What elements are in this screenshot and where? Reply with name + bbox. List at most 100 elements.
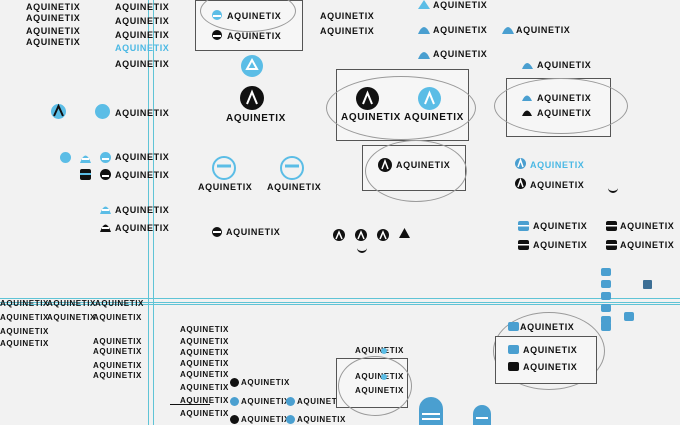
wave-badge-icon [280, 156, 304, 180]
wordmark: AQUINETIX [26, 13, 81, 23]
wordmark: AQUINETIX [115, 2, 170, 12]
wordmark-blue: AQUINETIX [530, 160, 585, 170]
a-mark-icon [333, 229, 345, 241]
wave-badge-icon [80, 155, 91, 163]
wordmark: AQUINETIX [320, 11, 375, 21]
wave-badge-icon [100, 224, 111, 232]
wordmark: AQUINETIX [433, 49, 488, 59]
triangle-mark-icon [399, 228, 410, 238]
wordmark: AQUINETIX [516, 25, 571, 35]
stacked-cylinder-icon [80, 169, 91, 180]
wave-badge-icon [418, 0, 430, 9]
wordmark: AQUINETIX [180, 396, 229, 405]
wordmark: AQUINETIX [180, 325, 229, 334]
wordmark: AQUINETIX [115, 152, 170, 162]
stacked-cylinder-icon [508, 345, 519, 354]
a-mark-icon [246, 89, 258, 105]
stacked-cylinder-icon [601, 322, 611, 331]
wordmark: AQUINETIX [115, 205, 170, 215]
wave-badge-icon [100, 152, 111, 163]
wordmark: AQUINETIX [95, 299, 144, 308]
a-mark-icon [377, 229, 389, 241]
wordmark: AQUINETIX [93, 337, 142, 346]
selection-ellipse [493, 312, 605, 390]
wordmark: AQUINETIX [523, 345, 578, 355]
wordmark: AQUINETIX [226, 113, 286, 124]
wordmark: AQUINETIX [115, 59, 170, 69]
wave-mark-fragment [608, 188, 618, 193]
wordmark: AQUINETIX [341, 112, 401, 123]
wordmark: AQUINETIX [241, 378, 290, 387]
stacked-cylinder-icon [518, 221, 529, 231]
stacked-cylinder-icon [624, 312, 634, 321]
stacked-cylinder-icon [518, 240, 529, 250]
wordmark: AQUINETIX [533, 240, 588, 250]
wordmark: AQUINETIX [226, 227, 281, 237]
brand-dot-icon [95, 104, 110, 119]
wordmark: AQUINETIX [93, 347, 142, 356]
guide-vertical-1 [148, 0, 149, 425]
wave-mark-fragment [357, 248, 367, 253]
wave-badge-icon [212, 156, 236, 180]
wordmark: AQUINETIX [115, 30, 170, 40]
wordmark: AQUINETIX [180, 348, 229, 357]
wave-badge-icon [100, 206, 111, 214]
wordmark: AQUINETIX [93, 371, 142, 380]
wordmark: AQUINETIX [433, 25, 488, 35]
wave-badge-icon [230, 397, 239, 406]
stacked-cylinder-icon [643, 280, 652, 289]
wordmark: AQUINETIX [93, 361, 142, 370]
wordmark: AQUINETIX [520, 322, 575, 332]
a-mark-icon [515, 157, 526, 169]
wordmark: AQUINETIX [537, 93, 592, 103]
wave-badge-icon [286, 415, 295, 424]
selection-ellipse [494, 78, 628, 134]
wave-badge-icon [212, 10, 222, 20]
wordmark: AQUINETIX [198, 182, 253, 192]
wave-badge-icon [502, 27, 514, 34]
guide-horizontal-3 [0, 302, 680, 303]
wave-badge-icon [212, 227, 222, 237]
wordmark: AQUINETIX [241, 415, 290, 424]
wave-badge-icon [473, 405, 491, 425]
wordmark: AQUINETIX [180, 359, 229, 368]
wordmark: AQUINETIX [115, 223, 170, 233]
wordmark: AQUINETIX [26, 37, 81, 47]
wordmark: AQUINETIX [180, 409, 229, 418]
wordmark: AQUINETIX [180, 337, 229, 346]
wordmark: AQUINETIX [227, 11, 282, 21]
wordmark: AQUINETIX [241, 397, 290, 406]
wordmark: AQUINETIX [115, 170, 170, 180]
wordmark: AQUINETIX [537, 60, 592, 70]
wordmark: AQUINETIX [47, 299, 96, 308]
wordmark: AQUINETIX [355, 372, 404, 381]
wave-badge-icon [522, 95, 532, 101]
guide-horizontal-2 [0, 304, 680, 305]
wordmark: AQUINETIX [533, 221, 588, 231]
wave-badge-icon [419, 397, 443, 425]
stacked-cylinder-icon [601, 268, 611, 324]
wordmark: AQUINETIX [115, 16, 170, 26]
wordmark: AQUINETIX [93, 313, 142, 322]
wordmark: AQUINETIX [433, 0, 488, 10]
wave-badge-icon [522, 63, 533, 69]
brand-dot-icon [381, 348, 387, 354]
stacked-cylinder-icon [508, 362, 519, 371]
wordmark: AQUINETIX [26, 2, 81, 12]
stacked-cylinder-icon [606, 240, 617, 250]
wave-badge-icon [100, 169, 111, 180]
wordmark: AQUINETIX [180, 370, 229, 379]
wordmark: AQUINETIX [404, 112, 464, 123]
wordmark: AQUINETIX [396, 160, 451, 170]
wordmark: AQUINETIX [620, 221, 675, 231]
stacked-cylinder-icon [508, 322, 519, 331]
wordmark: AQUINETIX [297, 397, 346, 406]
wordmark: AQUINETIX [355, 346, 404, 355]
a-mark-icon [53, 103, 64, 117]
triangle-mark-icon [241, 55, 263, 77]
selection-ellipse [338, 356, 412, 416]
wordmark: AQUINETIX [26, 26, 81, 36]
logo-frame [495, 336, 597, 384]
wordmark: AQUINETIX [267, 182, 322, 192]
a-mark-icon [230, 378, 239, 387]
